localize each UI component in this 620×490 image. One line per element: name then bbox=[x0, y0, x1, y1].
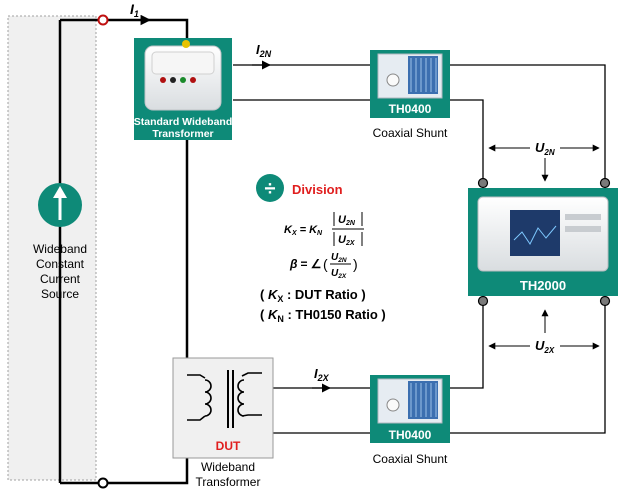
division-block: ÷ Division KX=KN U2N U2X β= ∠ ( U2N U2X … bbox=[256, 174, 386, 324]
svg-text:(: ( bbox=[323, 256, 328, 272]
analyzer-terminal-tl bbox=[477, 177, 489, 189]
dut-secondary-coil bbox=[237, 372, 262, 417]
i2x-label: I2X bbox=[314, 366, 330, 383]
shunt-bottom-model: TH0400 bbox=[389, 428, 432, 442]
coaxial-shunt-bottom: TH0400 bbox=[370, 375, 450, 443]
division-title: Division bbox=[292, 182, 343, 197]
kx-formula: KX=KN bbox=[284, 224, 323, 237]
beta-denominator: U2X bbox=[331, 268, 347, 280]
kx-denominator: U2X bbox=[338, 234, 356, 247]
th2000-analyzer: TH2000 bbox=[468, 188, 618, 296]
dut-caption-2: Transformer bbox=[196, 475, 261, 489]
analyzer-terminal-br bbox=[599, 295, 611, 307]
note-kn: ( KN : TH0150 Ratio ) bbox=[260, 307, 386, 324]
shunt-top-caption: Coaxial Shunt bbox=[373, 126, 448, 140]
svg-text:): ) bbox=[353, 256, 358, 272]
i1-label: I1 bbox=[130, 1, 139, 19]
kx-numerator: U2N bbox=[338, 214, 356, 227]
analyzer-model: TH2000 bbox=[520, 278, 566, 293]
source-label-3: Current bbox=[40, 272, 81, 286]
source-label-1: Wideband bbox=[33, 242, 87, 256]
analyzer-terminal-tr bbox=[599, 177, 611, 189]
beta-formula: β= ∠ bbox=[289, 257, 322, 271]
coaxial-shunt-top: TH0400 bbox=[370, 50, 450, 118]
source-label-2: Constant bbox=[36, 257, 85, 271]
dut-caption-1: Wideband bbox=[201, 460, 255, 474]
standard-transformer-label-1: Standard Wideband bbox=[134, 116, 233, 128]
beta-numerator: U2N bbox=[331, 252, 347, 264]
dut-tag: DUT bbox=[216, 439, 241, 453]
standard-wideband-transformer: Standard Wideband Transformer bbox=[134, 38, 233, 140]
terminal-top bbox=[97, 14, 109, 26]
source-label-4: Source bbox=[41, 287, 79, 301]
analyzer-terminal-bl bbox=[477, 295, 489, 307]
i2n-label: I2N bbox=[256, 42, 272, 59]
shunt-bottom-caption: Coaxial Shunt bbox=[373, 452, 448, 466]
u2x-label: U2X bbox=[535, 338, 555, 355]
note-kx: ( KX : DUT Ratio ) bbox=[260, 287, 366, 304]
terminal-bottom bbox=[97, 477, 109, 489]
u2n-label: U2N bbox=[535, 140, 555, 157]
svg-text:÷: ÷ bbox=[265, 178, 276, 200]
current-source-block: Wideband Constant Current Source bbox=[7, 15, 97, 483]
standard-transformer-label-2: Transformer bbox=[152, 128, 213, 140]
shunt-top-model: TH0400 bbox=[389, 102, 432, 116]
dut-primary-coil bbox=[187, 374, 212, 421]
division-icon bbox=[256, 174, 284, 202]
dut-transformer: DUT bbox=[172, 357, 274, 459]
